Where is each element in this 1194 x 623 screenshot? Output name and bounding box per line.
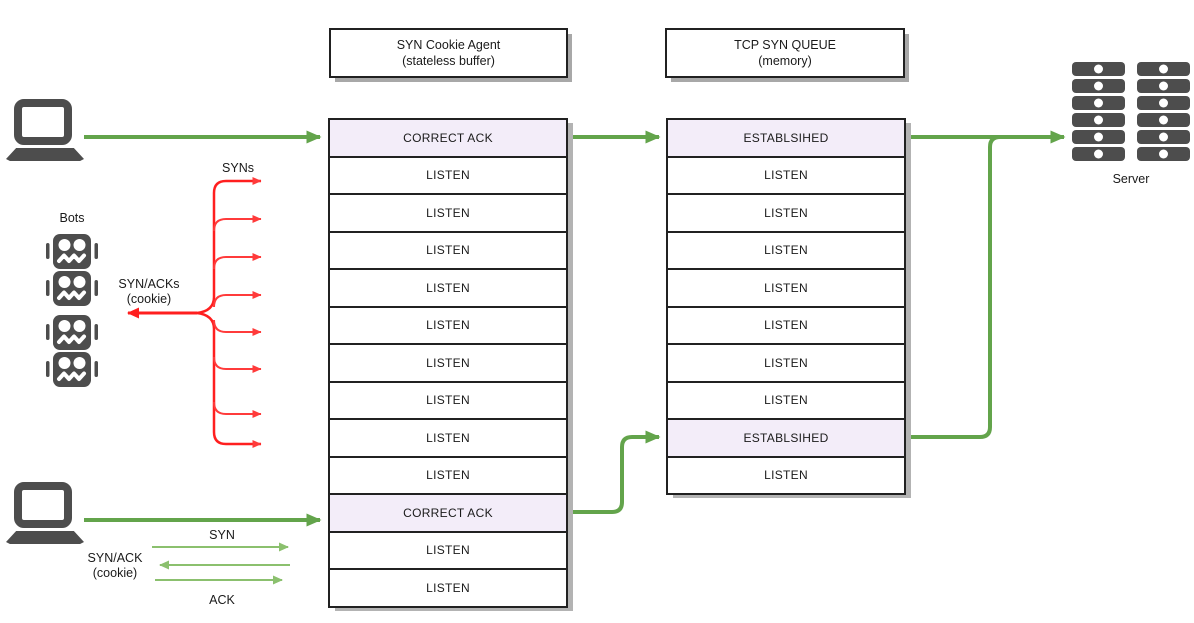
red-branch4 bbox=[213, 291, 262, 308]
laptop-base bbox=[6, 148, 84, 161]
synacks-cookie-label: SYN/ACKs (cookie) bbox=[106, 277, 192, 307]
red-trunk-up-branch1 bbox=[196, 177, 262, 315]
agent-slot-row: LISTEN bbox=[328, 193, 568, 233]
agent-header: SYN Cookie Agent (stateless buffer) bbox=[329, 28, 568, 78]
agent-slot-row: LISTEN bbox=[328, 455, 568, 495]
agent-slot-row: LISTEN bbox=[328, 305, 568, 345]
bot-icon bbox=[46, 315, 98, 350]
queue-slot-row: LISTEN bbox=[666, 230, 906, 270]
agent-slot-row: LISTEN bbox=[328, 268, 568, 308]
green-line-queue2-to-server bbox=[906, 135, 1010, 439]
agent-slot-row: LISTEN bbox=[328, 343, 568, 383]
queue-slot-row: LISTEN bbox=[666, 268, 906, 308]
queue-slot-row: LISTEN bbox=[666, 380, 906, 420]
agent-slot-row: LISTEN bbox=[328, 155, 568, 195]
bot-icon bbox=[46, 234, 98, 269]
server-rack-icon bbox=[1072, 62, 1190, 161]
laptop-screen bbox=[14, 99, 72, 145]
red-branch5 bbox=[213, 319, 262, 336]
queue-slot-row: LISTEN bbox=[666, 155, 906, 195]
bot-icon bbox=[46, 352, 98, 387]
botnet-group bbox=[46, 232, 98, 387]
syns-label: SYNs bbox=[222, 161, 254, 175]
agent-header-title: SYN Cookie Agent bbox=[396, 38, 501, 52]
green-arrow-agent2-to-queue2 bbox=[570, 430, 661, 514]
synack-line1: SYN/ACK bbox=[87, 551, 143, 565]
red-branch6 bbox=[213, 356, 262, 373]
red-trunk-down-branch8 bbox=[196, 311, 262, 448]
bot-icon bbox=[46, 271, 98, 306]
syn-label: SYN bbox=[209, 528, 235, 542]
queue-slot-row: LISTEN bbox=[666, 305, 906, 345]
laptop-icon bbox=[6, 99, 84, 161]
laptop-base bbox=[6, 531, 84, 544]
queue-header-title: TCP SYN QUEUE bbox=[734, 38, 836, 52]
agent-slot-row: LISTEN bbox=[328, 530, 568, 570]
queue-slot-row: LISTEN bbox=[666, 455, 906, 495]
agent-slot-row: LISTEN bbox=[328, 230, 568, 270]
red-branch2 bbox=[213, 215, 262, 232]
bots-label: Bots bbox=[59, 211, 85, 225]
synacks-line2: (cookie) bbox=[126, 292, 172, 306]
queue-slot-row: ESTABLSIHED bbox=[666, 118, 906, 158]
agent-slot-row: LISTEN bbox=[328, 380, 568, 420]
ack-label: ACK bbox=[209, 593, 235, 607]
synacks-line1: SYN/ACKs bbox=[118, 277, 180, 291]
agent-slot-row: LISTEN bbox=[328, 568, 568, 608]
agent-slot-row: LISTEN bbox=[328, 418, 568, 458]
queue-slot-row: LISTEN bbox=[666, 193, 906, 233]
red-branch3 bbox=[213, 253, 262, 270]
laptop-screen bbox=[14, 482, 72, 528]
synack-line2: (cookie) bbox=[92, 566, 138, 580]
queue-slot-row: LISTEN bbox=[666, 343, 906, 383]
synack-cookie-label: SYN/ACK (cookie) bbox=[74, 551, 156, 581]
agent-slot-row: CORRECT ACK bbox=[328, 118, 568, 158]
red-branch7 bbox=[213, 401, 262, 418]
agent-header-subtitle: (stateless buffer) bbox=[402, 54, 495, 68]
laptop-icon bbox=[6, 482, 84, 544]
server-label: Server bbox=[1112, 172, 1150, 186]
queue-header: TCP SYN QUEUE (memory) bbox=[665, 28, 905, 78]
agent-slot-row: CORRECT ACK bbox=[328, 493, 568, 533]
queue-header-subtitle: (memory) bbox=[758, 54, 812, 68]
queue-slot-row: ESTABLSIHED bbox=[666, 418, 906, 458]
